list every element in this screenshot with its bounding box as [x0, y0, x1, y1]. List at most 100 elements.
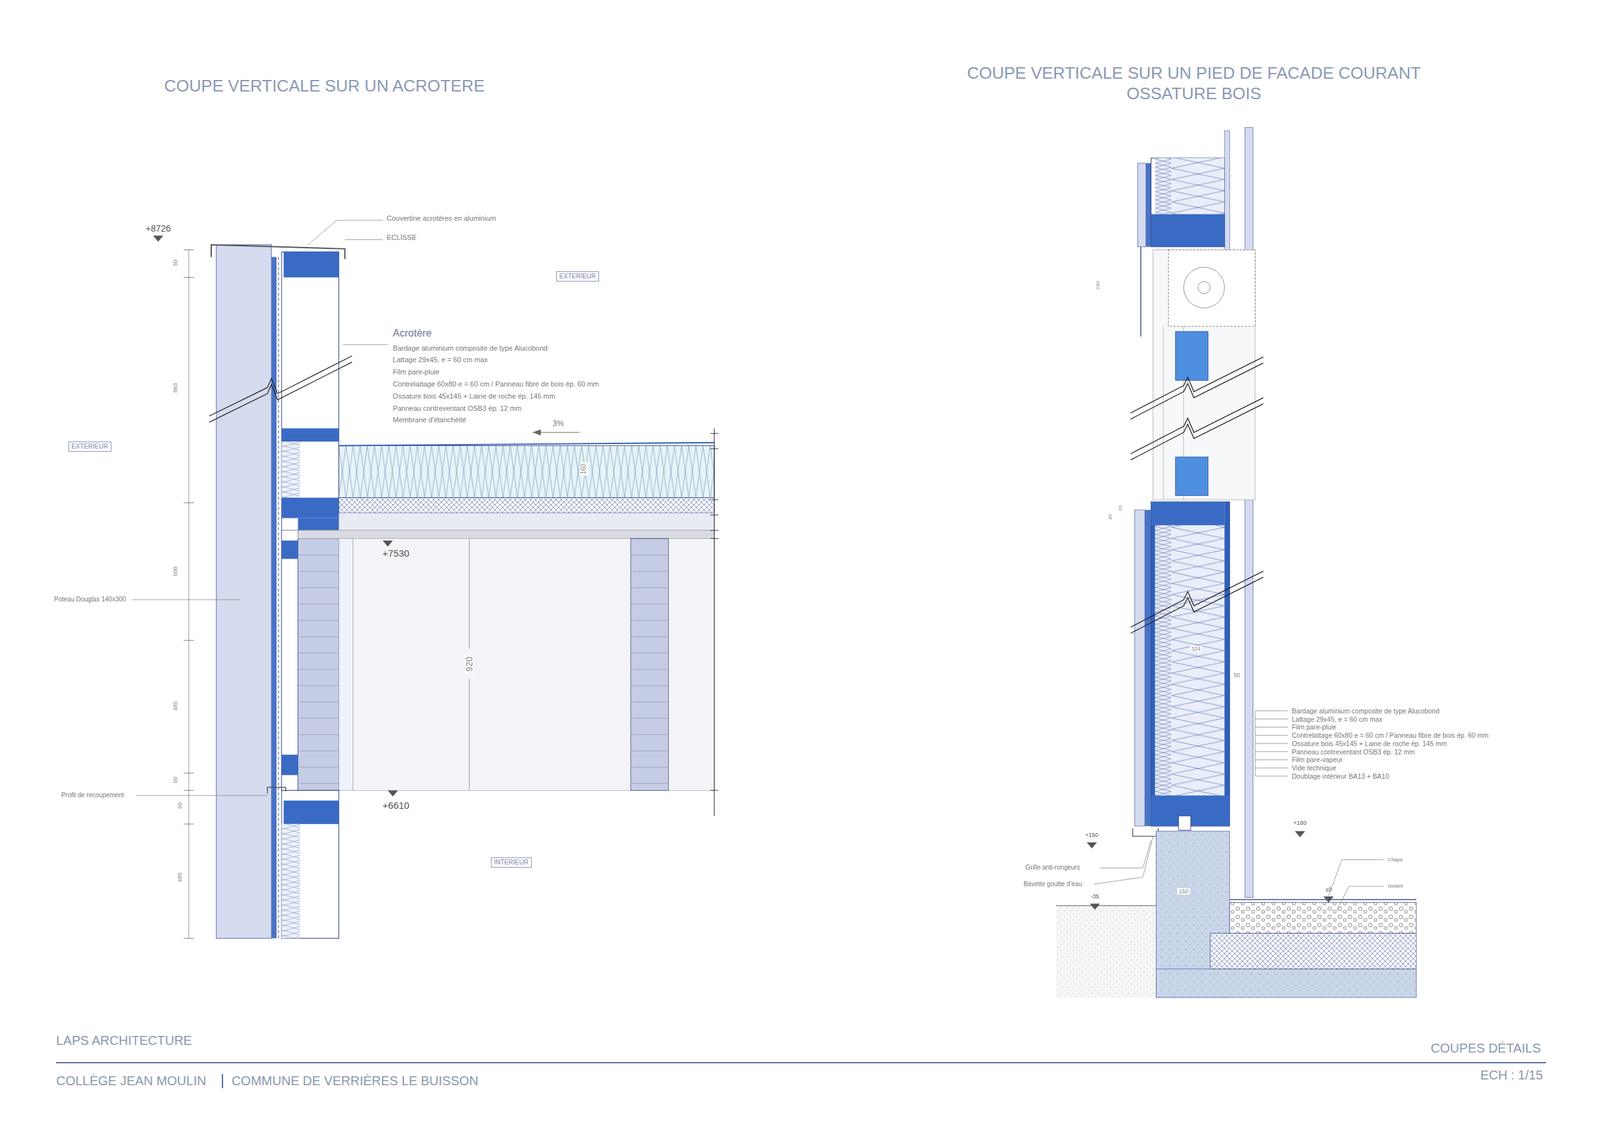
acroterium-section [710, 433, 719, 791]
drawing-title: COUPE VERTICALE SUR UN PIED DE FACADE CO… [967, 64, 1421, 84]
annotation: Doublage intérieur BA13 + BA10 [1291, 772, 1389, 781]
facade-foot-section [1056, 905, 1156, 998]
facade-foot-section [1137, 163, 1147, 248]
zone-tag: EXTERIEUR [556, 271, 600, 282]
acroterium-section [281, 530, 299, 791]
level-mark: +6610 [382, 800, 410, 812]
leader-line [1326, 860, 1384, 902]
facade-foot-section [1132, 828, 1159, 837]
zone-tag-text: EXTERIEUR [71, 442, 109, 451]
acroterium-section [281, 754, 299, 776]
zone-tag: INTERIEUR [490, 857, 532, 868]
dimension: 920 [464, 655, 475, 673]
facade-foot-section [1130, 398, 1264, 461]
dimension: 240 [1095, 281, 1101, 290]
dimension: 50 [176, 802, 183, 809]
acroterium-section [267, 787, 287, 794]
leader-line [1255, 711, 1288, 777]
facade-foot-section [1210, 933, 1417, 969]
leader-line [308, 220, 383, 245]
dimension: 160 [579, 462, 588, 477]
annotation: Bardage aluminium composite de type Aluc… [1291, 707, 1440, 715]
annotation: Poteau Douglas 140x300 [54, 595, 127, 604]
acroterium-section [211, 245, 345, 260]
facade-foot-section [1294, 831, 1305, 838]
drawing-title: OSSATURE BOIS [1126, 84, 1261, 104]
drawing-title: COUPE VERTICALE SUR UN ACROTERE [164, 77, 486, 97]
level-mark: -35 [1090, 893, 1099, 900]
level-mark: +150 [1085, 832, 1099, 839]
annotation: 3% [552, 419, 564, 429]
title-block-text: ECH : 1/15 [1480, 1067, 1544, 1083]
title-block-text: COMMUNE DE VERRIÈRES LE BUISSON [231, 1073, 479, 1089]
acroterium-section [630, 538, 669, 792]
dimension: 50 [172, 259, 179, 267]
facade-foot-section [1229, 899, 1417, 900]
leader-line [1336, 886, 1384, 911]
facade-foot-section [1086, 842, 1097, 850]
acroterium-section [469, 679, 470, 792]
title-block-text: LAPS ARCHITECTURE [56, 1032, 192, 1048]
title-block-rule [222, 1073, 224, 1088]
leader-line [1093, 836, 1153, 885]
annotation: ECLISSE [386, 233, 416, 242]
facade-foot-section [1130, 571, 1264, 634]
annotation: Membrane d'étanchéité [392, 416, 467, 425]
annotation: Panneau contreventant OSB3 ép. 12 mm [392, 403, 522, 413]
acroterium-section [281, 540, 299, 560]
leader-line [343, 344, 388, 345]
acroterium-section [298, 530, 340, 791]
facade-foot-section [1056, 905, 1156, 907]
facade-foot-section [1168, 249, 1256, 327]
acroterium-section [188, 249, 189, 939]
level-mark: +7530 [382, 548, 410, 560]
facade-foot-section [1175, 456, 1209, 496]
annotation: Panneau contreventant OSB3 ép. 12 mm [1291, 748, 1415, 756]
facade-foot-section [1155, 158, 1172, 215]
acroterium-section [278, 257, 280, 939]
acroterium-section [469, 538, 470, 649]
annotation: Contrelattage 60x80 e = 60 cm / Panneau … [1291, 731, 1488, 740]
dimension: 485 [176, 872, 183, 882]
facade-foot-section [1145, 163, 1151, 248]
dimension: 50 [1232, 672, 1241, 679]
facade-foot-section [1089, 903, 1101, 911]
facade-foot-section [1229, 903, 1417, 934]
acroterium-section [216, 245, 272, 939]
facade-foot-section [1144, 510, 1152, 827]
detail-heading: Acrotère [392, 327, 432, 340]
level-mark: +180 [1293, 819, 1307, 827]
leader-line [1100, 840, 1152, 868]
annotation: Isolant [1387, 883, 1403, 889]
facade-foot-section [1056, 127, 1417, 998]
facade-foot-section [1171, 158, 1225, 215]
annotation: Bardage aluminium composite de type Aluc… [392, 343, 548, 352]
acroterium-section [338, 513, 715, 531]
leader-line [132, 220, 388, 796]
zone-tag-text: EXTERIEUR [559, 272, 596, 281]
facade-foot-section [1155, 525, 1172, 796]
dimension: 20 [1117, 504, 1124, 511]
annotation: Grille anti-rongeurs [1025, 864, 1080, 873]
acroterium-section [209, 355, 352, 423]
annotation: Ossature bois 45x145 + Laine de roche ép… [392, 391, 555, 400]
acroterium-section [338, 442, 715, 447]
annotation: Lattage 29x45, e = 60 cm max [392, 355, 488, 365]
acroterium-section [281, 790, 339, 939]
annotation: Film pare-pluie [1291, 723, 1336, 731]
annotation: Ossature bois 45x145 + Laine de roche ép… [1291, 739, 1447, 748]
acroterium-section [298, 518, 340, 531]
acroterium-section [382, 540, 393, 548]
acroterium-section [281, 428, 339, 442]
acroterium-section [283, 252, 339, 278]
facade-foot-section [1150, 501, 1230, 827]
acroterium-section [271, 257, 277, 939]
facade-foot-section [1224, 501, 1230, 827]
facade-foot-section [1134, 510, 1145, 827]
acroterium-section [338, 538, 353, 792]
facade-foot-section [1171, 525, 1225, 796]
leader-line [132, 599, 240, 601]
facade-foot-section [1224, 130, 1230, 250]
facade-foot-section [1178, 816, 1192, 831]
